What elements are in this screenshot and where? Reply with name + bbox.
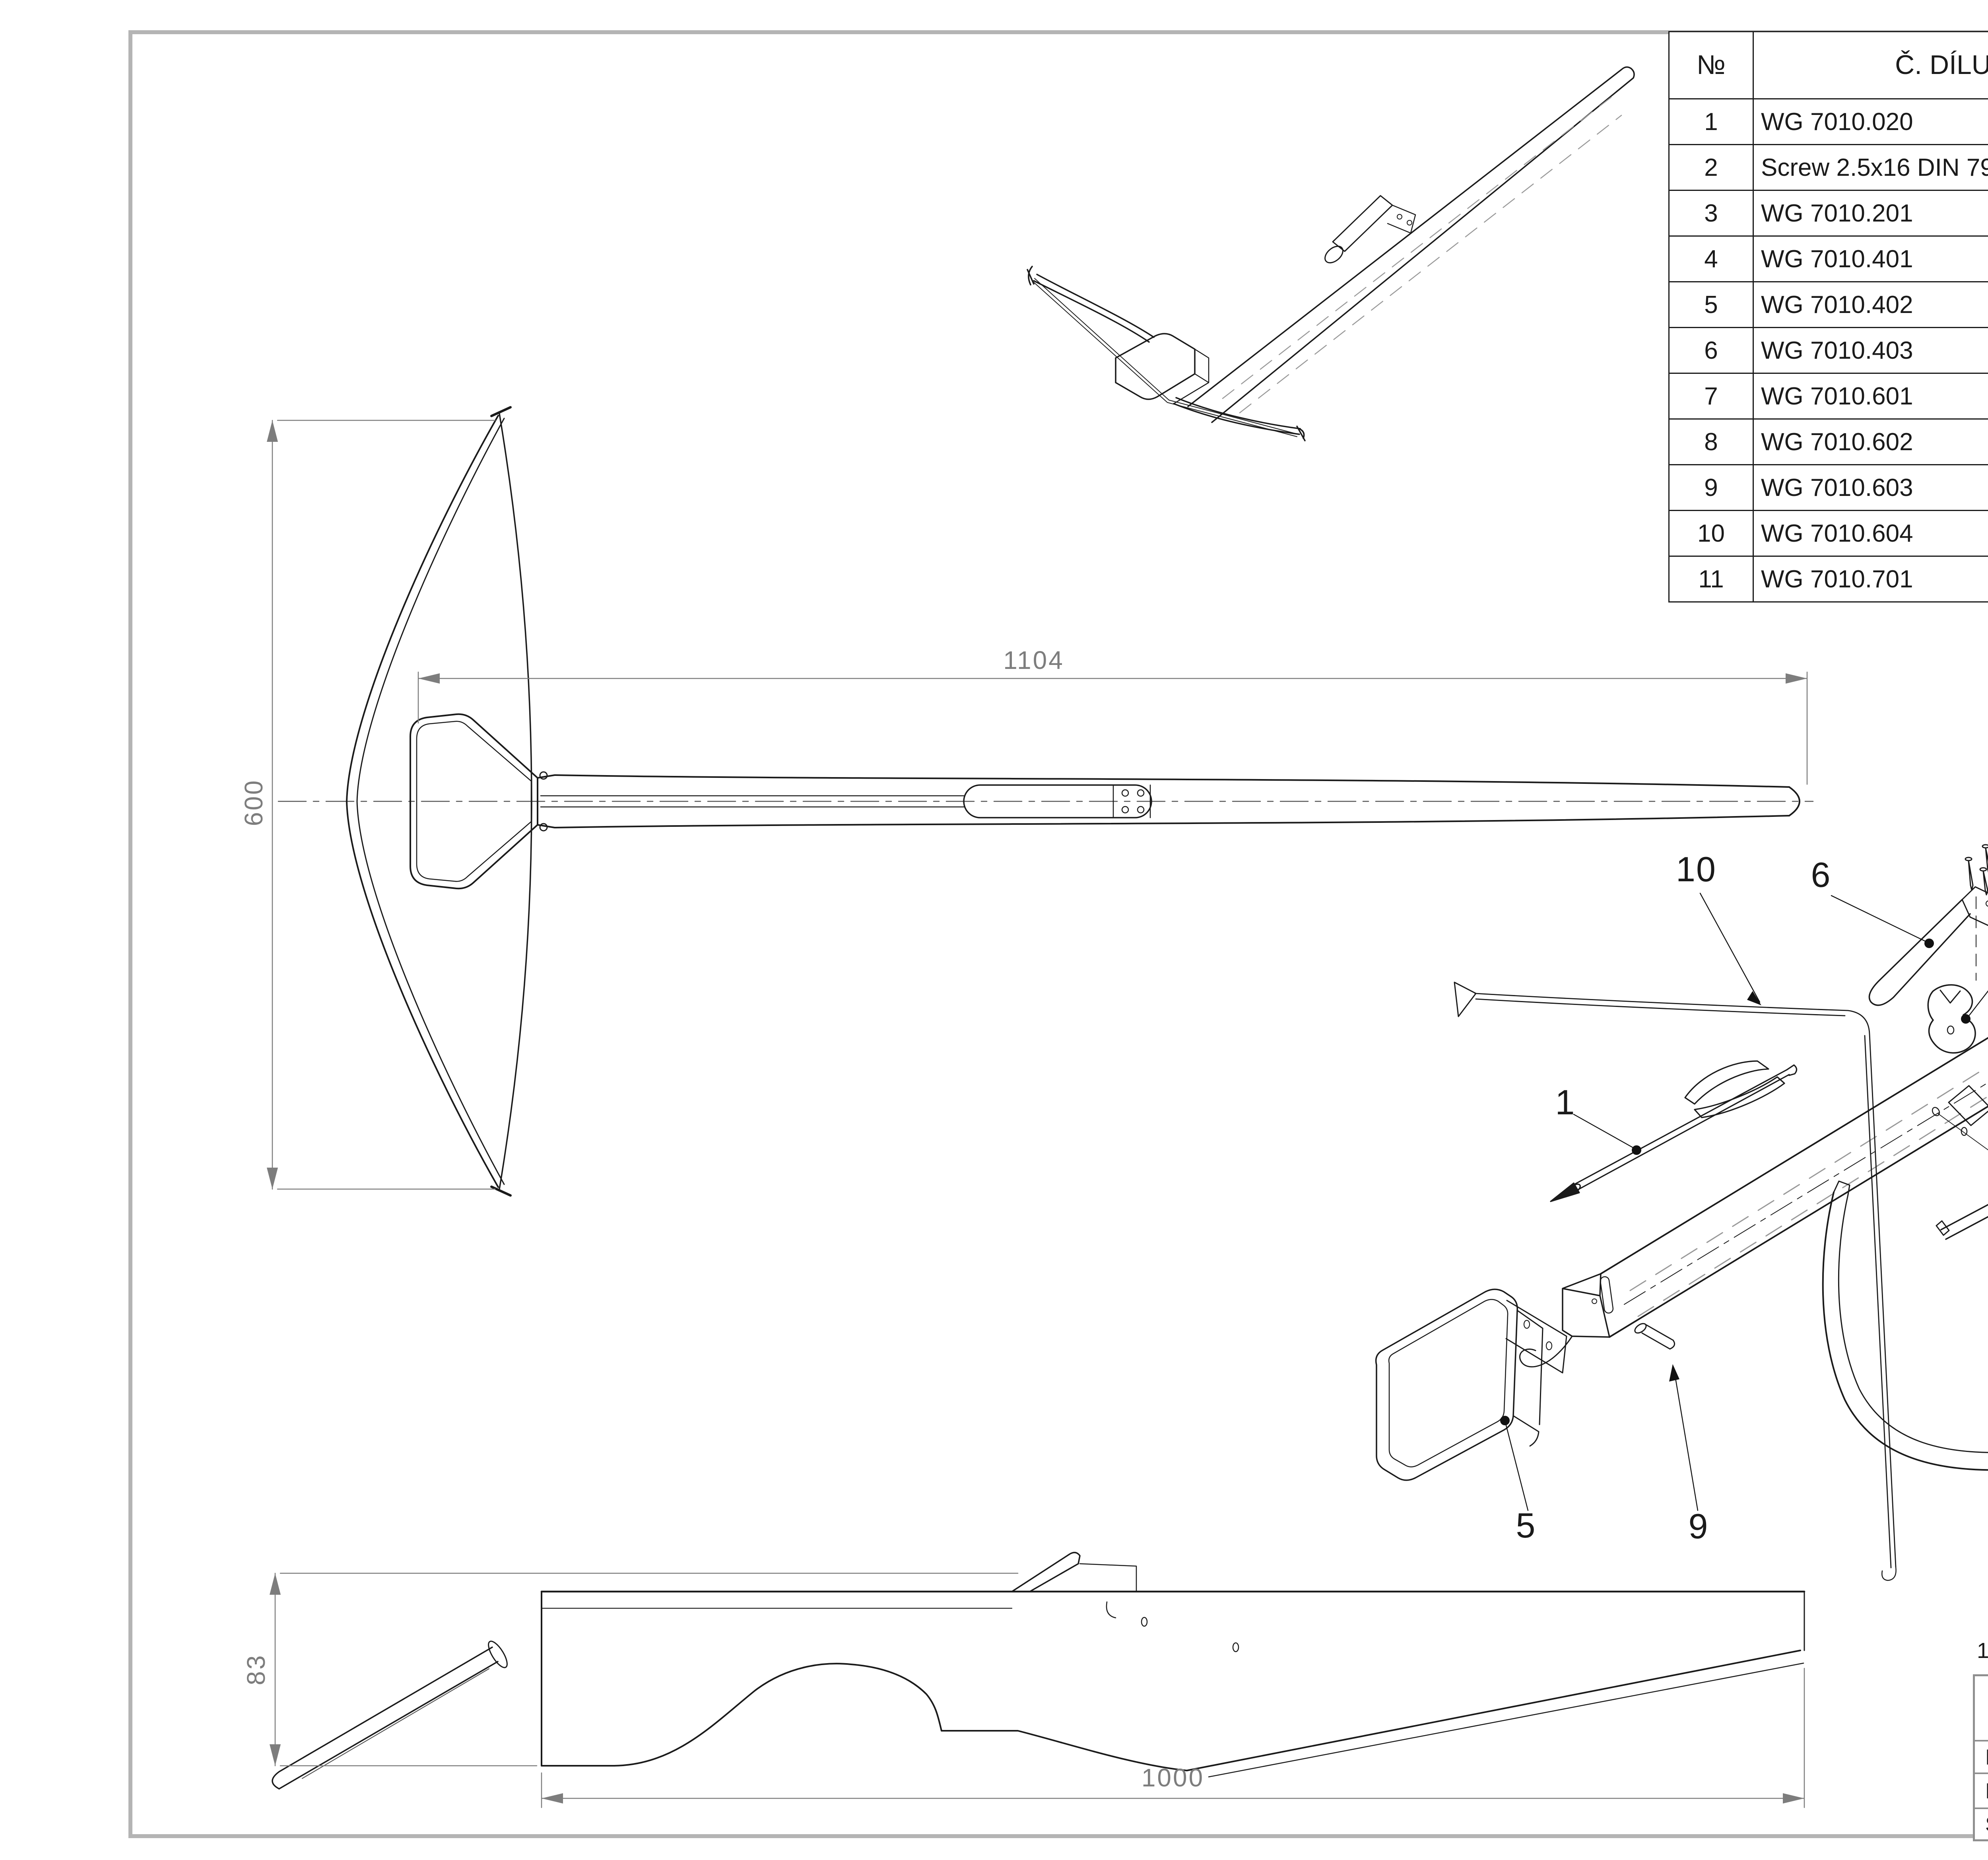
iso-limb-right-tip	[1296, 426, 1306, 441]
x-bolt	[1550, 1060, 1798, 1202]
x-spring-tip	[1833, 1180, 1850, 1195]
side-trigger-arc	[1106, 1601, 1116, 1619]
x-body-hole	[1948, 1085, 1988, 1126]
x-handle	[1940, 1204, 1988, 1240]
bow-limb-outer	[346, 415, 499, 1188]
side-tail-bottom2	[1208, 1662, 1804, 1778]
side-clamp-bracket	[1079, 1563, 1137, 1592]
x-spring-inner	[1838, 1194, 1988, 1453]
dim-label-600: 600	[239, 779, 268, 826]
x-pin9	[1634, 1323, 1675, 1350]
x-screws	[1965, 844, 1988, 896]
table-row: 8WG 7010.602Roll pin2	[1668, 418, 1988, 465]
iso-bowstring	[1033, 278, 1299, 437]
parts-table-header: № Č. DÍLU POPIS Množství	[1668, 31, 1988, 99]
x-clamp	[1868, 899, 1971, 1006]
body-tail-cap	[1788, 786, 1800, 816]
iso-stock-top	[1187, 66, 1635, 423]
iso-limb-right	[1173, 397, 1301, 435]
iso-limb-left-tip	[1027, 266, 1035, 286]
table-row: 1WG 7010.020Bolt1	[1668, 98, 1988, 145]
x-stirrup	[1375, 1289, 1567, 1481]
bow-tip-cap-top	[490, 406, 512, 417]
parts-table: № Č. DÍLU POPIS Množství 1WG 7010.020Bol…	[1668, 31, 1988, 603]
x-linkball	[1927, 984, 1976, 1054]
scale-field: Scale: 1:5	[1975, 1809, 1988, 1839]
callout-5: 5	[1516, 1506, 1536, 1545]
iso-clamp	[1332, 195, 1393, 252]
x-body-top	[1600, 1037, 1988, 1275]
callout-10: 10	[1676, 849, 1716, 889]
x-string-end	[1881, 1566, 1897, 1581]
callout-9: 9	[1688, 1506, 1709, 1546]
table-row: 6WG 7010.403Clamp1	[1668, 327, 1988, 374]
x-clamp-plate	[1961, 886, 1988, 926]
x-body-hook	[1519, 1335, 1573, 1368]
sheet-border-frame	[128, 30, 1988, 1838]
x-axis-lines	[1938, 1113, 1988, 1151]
dimension-lines	[267, 420, 1808, 1808]
x-string	[1474, 993, 1897, 1568]
col-header-partno: Č. DÍLU	[1753, 31, 1988, 99]
iso-limb-left	[1033, 274, 1155, 343]
side-body-front	[541, 1591, 615, 1767]
x-body-centerline	[1624, 1082, 1988, 1305]
x-handle-ends	[1936, 1220, 1950, 1236]
x-body-hidden1	[1629, 1065, 1988, 1291]
title-block: Work Gadget WG 7010.010 Mass: 1945.85, g…	[1973, 1674, 1988, 1841]
callout-6: 6	[1811, 855, 1831, 894]
x-body-front	[1562, 1273, 1610, 1338]
stirrup-inner	[416, 721, 532, 882]
x-body-hidden2	[1637, 1096, 1988, 1317]
x-body-bottom	[1609, 1105, 1988, 1338]
mass-field: Mass: 1945.85, g.	[1975, 1741, 1988, 1774]
material-field: Material:	[1975, 1774, 1988, 1809]
dim-label-1104: 1104	[1003, 646, 1064, 674]
table-row: 3WG 7010.201Body1	[1668, 190, 1988, 237]
x-axis-dashed	[1976, 859, 1988, 1084]
table-row: 5WG 7010.402Stirrup1	[1668, 281, 1988, 328]
tolerance-note: 1. Possible dimensional deviations accor…	[1977, 1638, 1988, 1663]
callout-1: 1	[1555, 1083, 1576, 1122]
callout-leaders	[1500, 892, 1988, 1511]
col-header-no: №	[1668, 31, 1754, 99]
iso-bracket	[1387, 204, 1416, 234]
x-linkball-notch	[1939, 989, 1961, 1004]
bow-tip-cap-bottom	[490, 1186, 512, 1197]
rail-lines	[540, 795, 965, 808]
side-tail-bottom	[1186, 1650, 1801, 1771]
side-body-belly	[613, 1663, 1188, 1771]
dim-label-1000: 1000	[1141, 1763, 1205, 1792]
side-clamp-lever	[1011, 1552, 1081, 1592]
x-string-loop	[1454, 982, 1477, 1017]
iso-view	[1027, 66, 1635, 441]
side-view	[272, 1552, 1806, 1790]
side-stirrup-inner	[301, 1668, 490, 1779]
x-spring-outer	[1822, 1191, 1988, 1471]
table-row: 4WG 7010.401Spring1	[1668, 235, 1988, 282]
company-name: Work Gadget	[1975, 1676, 1988, 1741]
body-bottom-edge	[537, 815, 1790, 828]
iso-stock-hidden2	[1239, 115, 1622, 414]
body-top-edge	[537, 774, 1790, 788]
bow-limb-inner	[356, 418, 505, 1185]
exploded-view	[1375, 844, 1988, 1581]
table-row: 7WG 7010.601Link ball1	[1668, 373, 1988, 420]
dim-label-83: 83	[242, 1654, 270, 1685]
side-stirrup	[272, 1646, 499, 1790]
top-view	[278, 406, 1814, 1197]
table-row: 9WG 7010.603Roll pin1	[1668, 464, 1988, 511]
iso-stock-hidden1	[1222, 95, 1614, 399]
iso-stirrup-depth	[1173, 348, 1209, 404]
